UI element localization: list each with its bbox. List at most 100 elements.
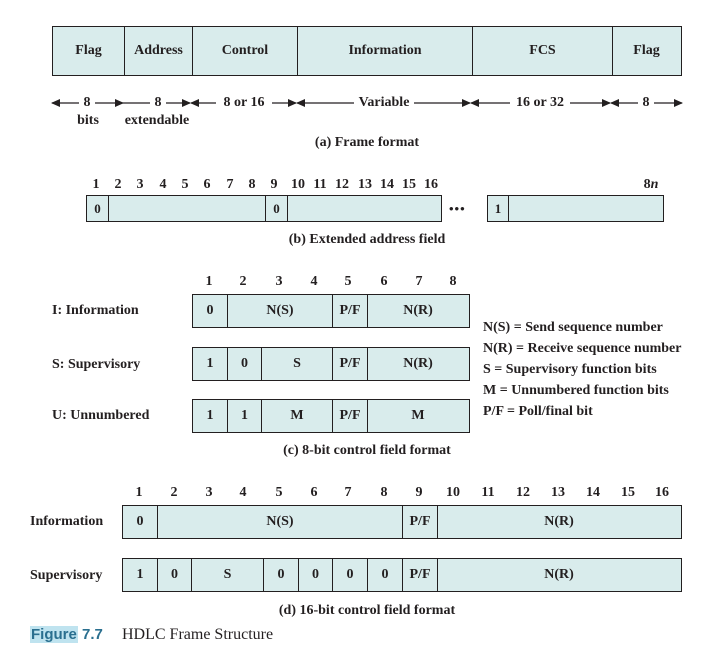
ctrl8-bit-number: 7 bbox=[415, 274, 423, 289]
addr-bit-number: 4 bbox=[159, 177, 167, 192]
extended-address-octets-box: 0 0 bbox=[86, 195, 442, 222]
legend-s: S = Supervisory function bits bbox=[483, 362, 657, 377]
ctrl8-u-pf: P/F bbox=[332, 400, 367, 432]
ctrl16-bit-number: 6 bbox=[310, 485, 318, 500]
ctrl16-bit-number: 10 bbox=[446, 485, 460, 500]
ctrl8-u-m1: M bbox=[261, 400, 332, 432]
frame-field-address: Address bbox=[124, 27, 192, 75]
legend-nr: N(R) = Receive sequence number bbox=[483, 341, 682, 356]
extended-address-last-octet-box: 1 bbox=[487, 195, 664, 222]
size-flag-start: 8 bbox=[83, 95, 91, 110]
ctrl8-bit-number: 6 bbox=[380, 274, 388, 289]
frame-field-information: Information bbox=[297, 27, 472, 75]
frame-field-flag-start: Flag bbox=[75, 43, 102, 58]
addr-bit-number: 7 bbox=[226, 177, 234, 192]
ctrl8-bit-number: 5 bbox=[344, 274, 352, 289]
addr-bit-number: 9 bbox=[270, 177, 278, 192]
addr-bit-number: 15 bbox=[402, 177, 416, 192]
figure-title: HDLC Frame Structure bbox=[122, 626, 274, 643]
ctrl16-row-label-information: Information bbox=[30, 514, 104, 529]
ctrl8-u-bit2: 1 bbox=[227, 400, 261, 432]
frame-field-control: Control bbox=[192, 27, 297, 75]
ctrl8-supervisory-row: 1 0 S P/F N(R) bbox=[192, 347, 470, 381]
frame-field-flag-end: Flag bbox=[612, 27, 680, 75]
ctrl8-s-bit1: 1 bbox=[206, 356, 214, 371]
size-flag-end: 8 bbox=[642, 95, 650, 110]
ctrl16-bit-number: 16 bbox=[655, 485, 669, 500]
addr-octet1-rest bbox=[108, 196, 265, 221]
addr-bit-number: 16 bbox=[424, 177, 438, 192]
addr-octet2-rest bbox=[287, 196, 440, 221]
ctrl8-s-pf: P/F bbox=[332, 348, 367, 380]
legend-pf: P/F = Poll/final bit bbox=[483, 404, 593, 419]
ctrl16-bit-number: 1 bbox=[135, 485, 143, 500]
addr-bit-number: 11 bbox=[313, 177, 327, 192]
legend-ns: N(S) = Send sequence number bbox=[483, 320, 663, 335]
ctrl16-bit-number: 13 bbox=[551, 485, 565, 500]
ctrl16-s-bit7: 0 bbox=[332, 559, 367, 591]
ctrl16-bit-number: 14 bbox=[586, 485, 600, 500]
ctrl8-s-nr: N(R) bbox=[367, 348, 468, 380]
caption-8bit-control: (c) 8-bit control field format bbox=[283, 443, 451, 458]
ctrl16-s-pf: P/F bbox=[402, 559, 437, 591]
ctrl8-s-bit2: 0 bbox=[227, 348, 261, 380]
ctrl8-i-bit1: 0 bbox=[206, 303, 214, 318]
caption-frame-format: (a) Frame format bbox=[314, 135, 420, 150]
addr-bit-number: 13 bbox=[358, 177, 372, 192]
ctrl16-bit-number: 9 bbox=[415, 485, 423, 500]
ctrl16-s-bit8: 0 bbox=[367, 559, 402, 591]
ctrl16-bit-number: 11 bbox=[481, 485, 495, 500]
addr-bit-number: 3 bbox=[136, 177, 144, 192]
ctrl8-u-m2: M bbox=[367, 400, 468, 432]
ctrl16-s-bit5: 0 bbox=[263, 559, 298, 591]
addr-bit-number: 6 bbox=[203, 177, 211, 192]
ctrl8-bit-number: 3 bbox=[275, 274, 283, 289]
ctrl16-row-label-supervisory: Supervisory bbox=[30, 568, 103, 583]
ctrl16-s-bit6: 0 bbox=[298, 559, 332, 591]
addr-bit-number: 2 bbox=[114, 177, 122, 192]
frame-format-box: Flag Address Control Information FCS Fla… bbox=[52, 26, 682, 76]
ctrl16-bit-number: 15 bbox=[621, 485, 635, 500]
addr-bit-number: 12 bbox=[335, 177, 349, 192]
ctrl8-bit-number: 2 bbox=[239, 274, 247, 289]
addr-bit-number: 10 bbox=[291, 177, 305, 192]
ctrl16-s-s: S bbox=[191, 559, 263, 591]
ctrl16-bit-number: 7 bbox=[344, 485, 352, 500]
addr-bit1-cell: 0 bbox=[94, 200, 101, 216]
size-note-extendable: extendable bbox=[124, 113, 190, 128]
caption-16bit-control: (d) 16-bit control field format bbox=[278, 603, 456, 618]
ctrl16-i-pf: P/F bbox=[402, 506, 437, 538]
ctrl16-s-bit1: 1 bbox=[136, 567, 144, 582]
addr-last-octet-rest bbox=[508, 196, 662, 221]
legend-m: M = Unnumbered function bits bbox=[483, 383, 669, 398]
frame-field-fcs: FCS bbox=[472, 27, 612, 75]
addr-bit9-cell: 0 bbox=[265, 196, 287, 221]
size-address: 8 bbox=[154, 95, 162, 110]
ctrl16-s-nr: N(R) bbox=[437, 559, 680, 591]
ctrl8-i-ns: N(S) bbox=[227, 295, 332, 327]
ctrl8-row-label-information: I: Information bbox=[52, 303, 139, 318]
ctrl16-i-nr: N(R) bbox=[437, 506, 680, 538]
size-fcs: 16 or 32 bbox=[516, 95, 564, 110]
ctrl8-row-label-supervisory: S: Supervisory bbox=[52, 357, 141, 372]
ctrl16-bit-number: 5 bbox=[275, 485, 283, 500]
figure-number: Figure 7.7 bbox=[30, 626, 103, 643]
ctrl16-bit-number: 4 bbox=[239, 485, 247, 500]
addr-bit-number: 14 bbox=[380, 177, 394, 192]
addr-ellipsis: ••• bbox=[449, 201, 466, 216]
ctrl8-i-pf: P/F bbox=[332, 295, 367, 327]
ctrl8-bit-number: 1 bbox=[205, 274, 213, 289]
ctrl16-bit-number: 8 bbox=[380, 485, 388, 500]
ctrl16-i-ns: N(S) bbox=[157, 506, 402, 538]
ctrl8-information-row: 0 N(S) P/F N(R) bbox=[192, 294, 470, 328]
ctrl16-s-bit2: 0 bbox=[157, 559, 191, 591]
size-control: 8 or 16 bbox=[223, 95, 265, 110]
ctrl8-u-bit1: 1 bbox=[206, 408, 214, 423]
addr-bit-number: 5 bbox=[181, 177, 189, 192]
addr-bit-number: 1 bbox=[92, 177, 100, 192]
ctrl8-unnumbered-row: 1 1 M P/F M bbox=[192, 399, 470, 433]
ctrl16-bit-number: 2 bbox=[170, 485, 178, 500]
size-unit-bits: bits bbox=[77, 113, 99, 128]
ctrl8-s-s: S bbox=[261, 348, 332, 380]
